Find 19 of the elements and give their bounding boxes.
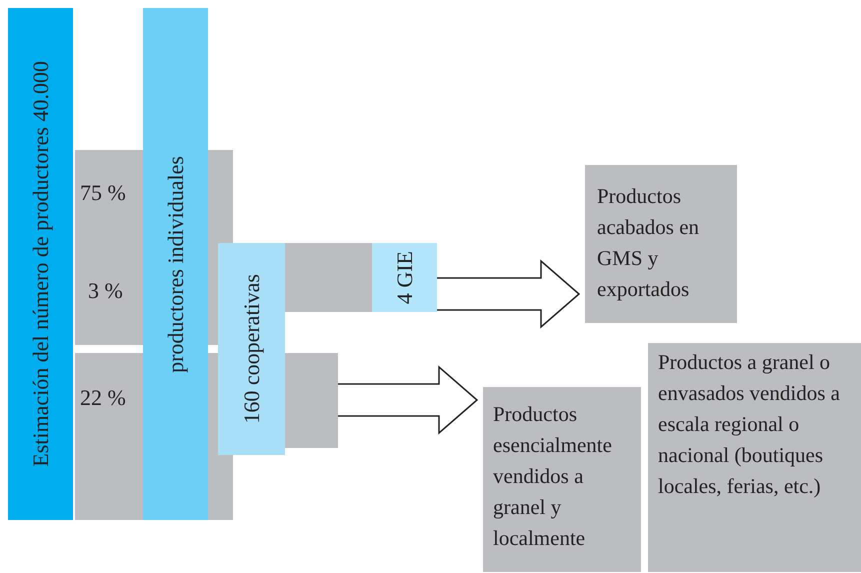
block-arrow (337, 365, 478, 435)
box-text: Productos acabados en GMS y exportados (597, 183, 700, 303)
block-arrow (436, 259, 580, 329)
product-box (648, 343, 861, 572)
percentage-label: 22 % (80, 385, 126, 411)
product-box (483, 387, 641, 572)
category-band (8, 8, 73, 520)
category-band (143, 8, 208, 520)
box-text: Productos a granel o envasados vendidos a escala regional o nacional (boutiques locales, ferias, etc.) (658, 349, 841, 500)
band-label: 160 cooperativas (238, 274, 264, 424)
percentage-label: 75 % (80, 180, 126, 206)
band-label: productores individuales (162, 156, 188, 372)
category-band (218, 243, 285, 455)
percentage-label: 3 % (88, 278, 123, 304)
product-box (585, 165, 737, 323)
band-label: 4 GIE (392, 250, 418, 304)
category-band (372, 243, 437, 312)
box-text: Productos esencialmente vendidos a granel y localmente (493, 401, 613, 552)
band-label: Estimación del número de productores 40.000 (28, 61, 54, 467)
